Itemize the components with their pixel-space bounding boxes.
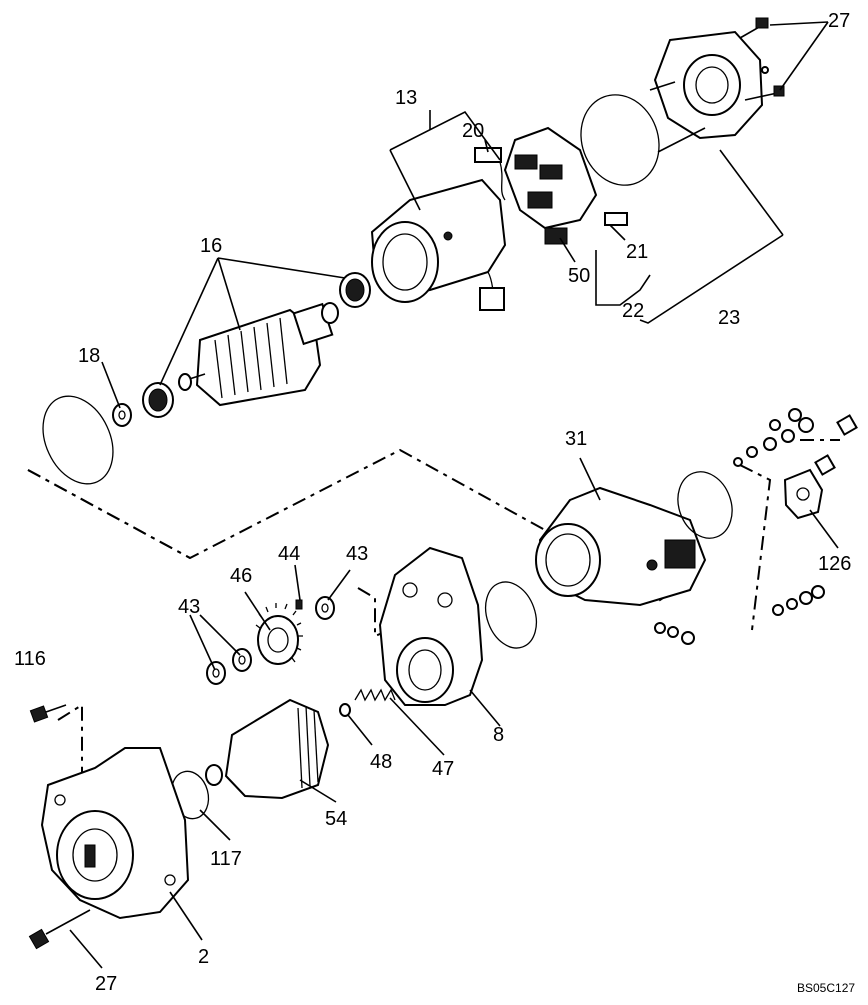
callout-16: 16 [200, 235, 222, 257]
end-cover-part [649, 17, 785, 153]
callout-27-top: 27 [828, 10, 850, 32]
callout-13: 13 [395, 87, 417, 109]
bolt-27-lower [28, 909, 91, 950]
washer-43-a [315, 596, 335, 620]
callout-116: 116 [14, 648, 46, 670]
callout-22: 22 [622, 300, 644, 322]
ball-48 [339, 703, 351, 717]
gear-housing-part [378, 546, 484, 706]
terminal-hardware [733, 408, 858, 476]
callout-8: 8 [493, 724, 504, 746]
solenoid-gasket [677, 471, 733, 539]
solenoid-seal [484, 581, 538, 649]
washer-18 [112, 403, 132, 427]
spring-47 [354, 688, 396, 702]
pin-44 [295, 599, 303, 610]
callout-126: 126 [818, 553, 851, 575]
field-frame-part [370, 178, 507, 311]
leader-lines [69, 21, 839, 969]
washer-43-c [206, 661, 226, 685]
front-housing-part [40, 747, 190, 920]
washer-43-b [232, 648, 252, 672]
bearing-front [142, 382, 174, 418]
brush-holder-part [474, 126, 628, 245]
bearing-rear [339, 272, 371, 308]
callout-117: 117 [210, 848, 242, 870]
callout-labels: 27 13 20 16 21 50 22 23 18 31 44 43 46 4… [14, 10, 855, 995]
callout-43-upper: 43 [346, 543, 368, 565]
callout-46: 46 [230, 565, 252, 587]
cover-gasket-ring [580, 94, 660, 186]
callout-43-left: 43 [178, 596, 200, 618]
armature-part [178, 302, 339, 407]
idler-gear-46 [255, 603, 303, 665]
callout-20: 20 [462, 120, 484, 142]
solenoid-part [535, 486, 707, 607]
bolt-116 [29, 704, 67, 723]
callout-48: 48 [370, 751, 392, 773]
callout-18: 18 [78, 345, 100, 367]
gasket-ring-left [42, 395, 114, 485]
callout-27-bottom: 27 [95, 973, 117, 995]
callout-47: 47 [432, 758, 454, 780]
lower-hardware [654, 585, 825, 645]
terminal-block-126 [783, 468, 824, 520]
callout-31: 31 [565, 428, 587, 450]
callout-44: 44 [278, 543, 300, 565]
callout-54: 54 [325, 808, 347, 830]
drawing-code: BS05C127 [797, 981, 855, 995]
pinion-clutch-54 [205, 698, 330, 800]
callout-2: 2 [198, 946, 209, 968]
callout-50: 50 [568, 265, 590, 287]
callout-23: 23 [718, 307, 740, 329]
callout-21: 21 [626, 241, 648, 263]
